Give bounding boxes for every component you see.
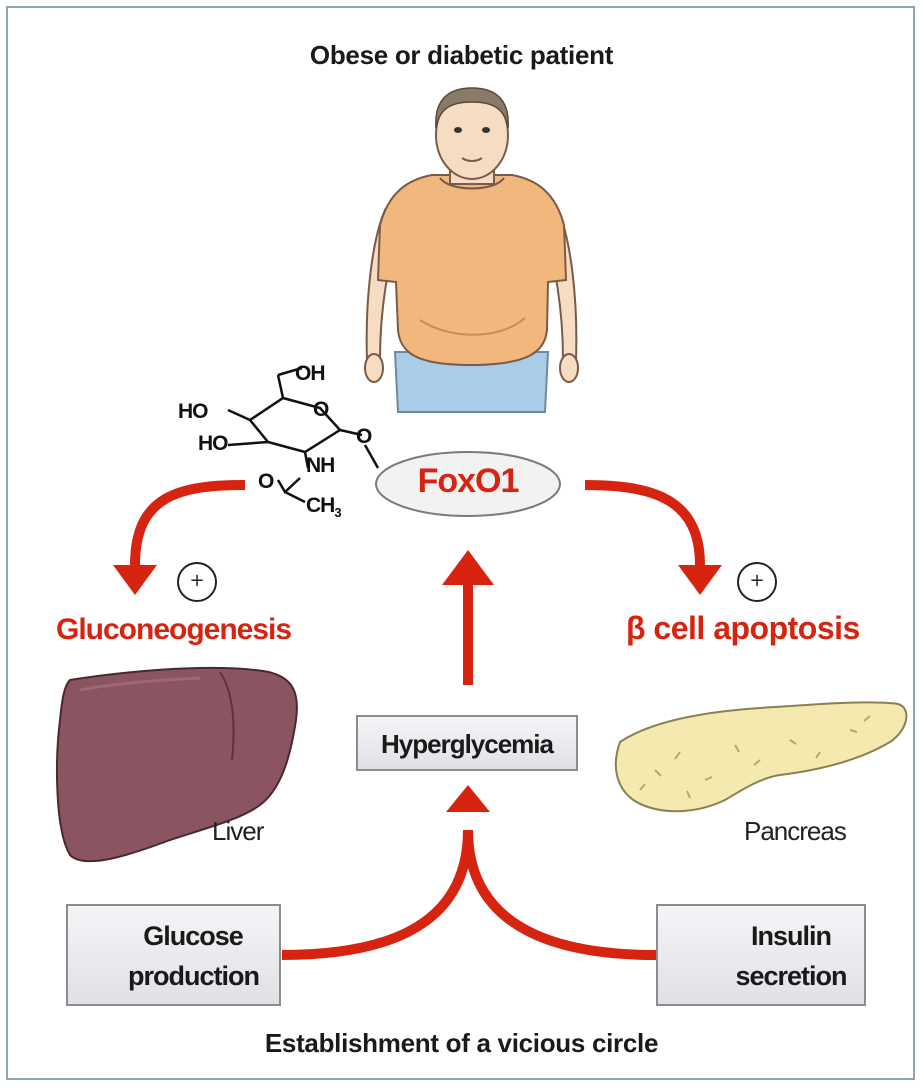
insulin-secretion-box: Insulin secretion <box>656 904 866 1006</box>
insulin-line1: Insulin <box>726 916 856 956</box>
molecule-nh: NH <box>306 454 334 478</box>
liver-label: Liver <box>212 816 263 847</box>
beta-cell-apoptosis-label: β cell apoptosis <box>626 610 860 647</box>
diagram-title: Obese or diabetic patient <box>0 40 923 71</box>
arrow-insulin-branch <box>468 830 656 955</box>
molecule-link-o: O <box>356 425 371 449</box>
molecule-oh-top: OH <box>295 362 325 386</box>
glucose-line2: production <box>128 956 258 996</box>
plus-sign-right: + <box>737 562 777 602</box>
plus-sign-left: + <box>177 562 217 602</box>
glucose-production-box: Glucose production <box>66 904 281 1006</box>
glucose-line1: Glucose <box>128 916 258 956</box>
pancreas-organ <box>616 702 907 811</box>
molecule-ch3: CH3 <box>306 494 341 520</box>
arrow-to-beta-apoptosis <box>585 485 700 565</box>
molecule-ho-2: HO <box>198 432 228 456</box>
arrow-to-gluconeogenesis <box>135 485 245 565</box>
diagram-footer: Establishment of a vicious circle <box>0 1028 923 1059</box>
insulin-line2: secretion <box>726 956 856 996</box>
arrow-glucose-branch <box>282 830 468 955</box>
gluconeogenesis-label: Gluconeogenesis <box>56 613 291 647</box>
hyperglycemia-label: Hyperglycemia <box>358 729 576 760</box>
arrowhead-foxo1 <box>442 550 494 585</box>
molecule-ring-o: O <box>313 398 328 422</box>
glucose-production-label: Glucose production <box>128 916 258 996</box>
arrowhead-right <box>678 565 722 595</box>
arrowhead-hyper <box>446 785 490 812</box>
patient-figure <box>365 88 578 412</box>
insulin-secretion-label: Insulin secretion <box>726 916 856 996</box>
arrowhead-left <box>113 565 157 595</box>
foxo1-label: FoxO1 <box>378 462 558 501</box>
molecule-acetyl-o: O <box>258 470 273 494</box>
molecule-ho-1: HO <box>178 400 208 424</box>
pancreas-label: Pancreas <box>744 816 846 847</box>
hyperglycemia-box: Hyperglycemia <box>356 715 578 771</box>
